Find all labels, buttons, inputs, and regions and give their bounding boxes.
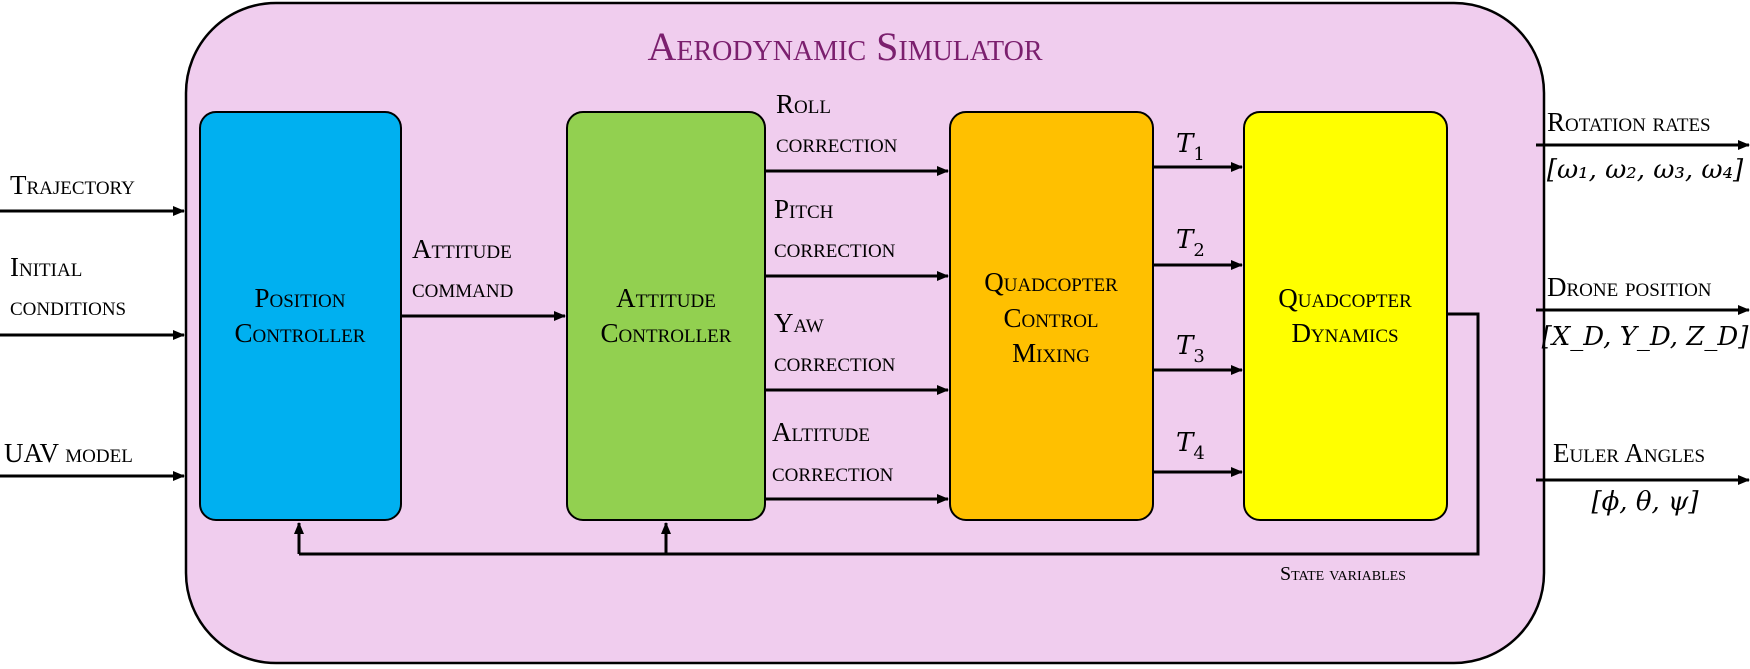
dynamics-block	[1243, 111, 1448, 521]
initial-conditions-label-2: conditions	[10, 291, 126, 321]
altitude-correction-label-1: Altitude	[772, 417, 870, 447]
roll-correction-label-2: correction	[776, 128, 898, 158]
control-mixing-block	[949, 111, 1154, 521]
position-controller-block	[199, 111, 402, 521]
trajectory-label: Trajectory	[10, 170, 135, 200]
attitude-controller-block	[566, 111, 766, 521]
position-controller-label-1: Position	[254, 283, 345, 313]
attitude-command-label-2: command	[412, 273, 513, 303]
euler-angles-label: Euler Angles	[1553, 438, 1705, 468]
dynamics-label-1: Quadcopter	[1278, 283, 1412, 313]
uav-model-label: UAV model	[4, 438, 133, 468]
thrust-3-label: T3	[1176, 331, 1205, 367]
control-mixing-label-1: Quadcopter	[984, 267, 1118, 297]
drone-position-label: Drone position	[1547, 272, 1712, 302]
state-variables-label: State variables	[1280, 563, 1406, 585]
initial-conditions-label-1: Initial	[10, 252, 82, 282]
attitude-command-label-1: Attitude	[412, 234, 512, 264]
dynamics-label-2: Dynamics	[1291, 318, 1398, 348]
rotation-rates-label: Rotation rates	[1547, 107, 1711, 137]
yaw-correction-label-2: correction	[774, 347, 896, 377]
control-mixing-label-3: Mixing	[1012, 338, 1090, 368]
pitch-correction-label-2: correction	[774, 233, 896, 263]
altitude-correction-label-2: correction	[772, 457, 894, 487]
yaw-correction-label-1: Yaw	[774, 308, 824, 338]
control-mixing-label-2: Control	[1003, 303, 1098, 333]
rotation-rates-vector: [ω₁, ω₂, ω₃, ω₄]	[1547, 155, 1744, 185]
state-feedback-line	[299, 312, 1480, 556]
euler-angles-vector: [ϕ, θ, ψ]	[1591, 487, 1699, 517]
attitude-controller-label-2: Controller	[601, 318, 732, 348]
roll-correction-label-1: Roll	[776, 89, 831, 119]
attitude-controller-label-1: Attitude	[616, 283, 716, 313]
thrust-1-label: T1	[1176, 129, 1205, 165]
simulator-title: Aerodynamic Simulator	[647, 24, 1042, 69]
drone-position-vector: [X_D, Y_D, Z_D]	[1542, 322, 1750, 352]
pitch-correction-label-1: Pitch	[774, 194, 834, 224]
position-controller-label-2: Controller	[235, 318, 366, 348]
thrust-4-label: T4	[1176, 428, 1205, 464]
thrust-2-label: T2	[1176, 225, 1205, 261]
